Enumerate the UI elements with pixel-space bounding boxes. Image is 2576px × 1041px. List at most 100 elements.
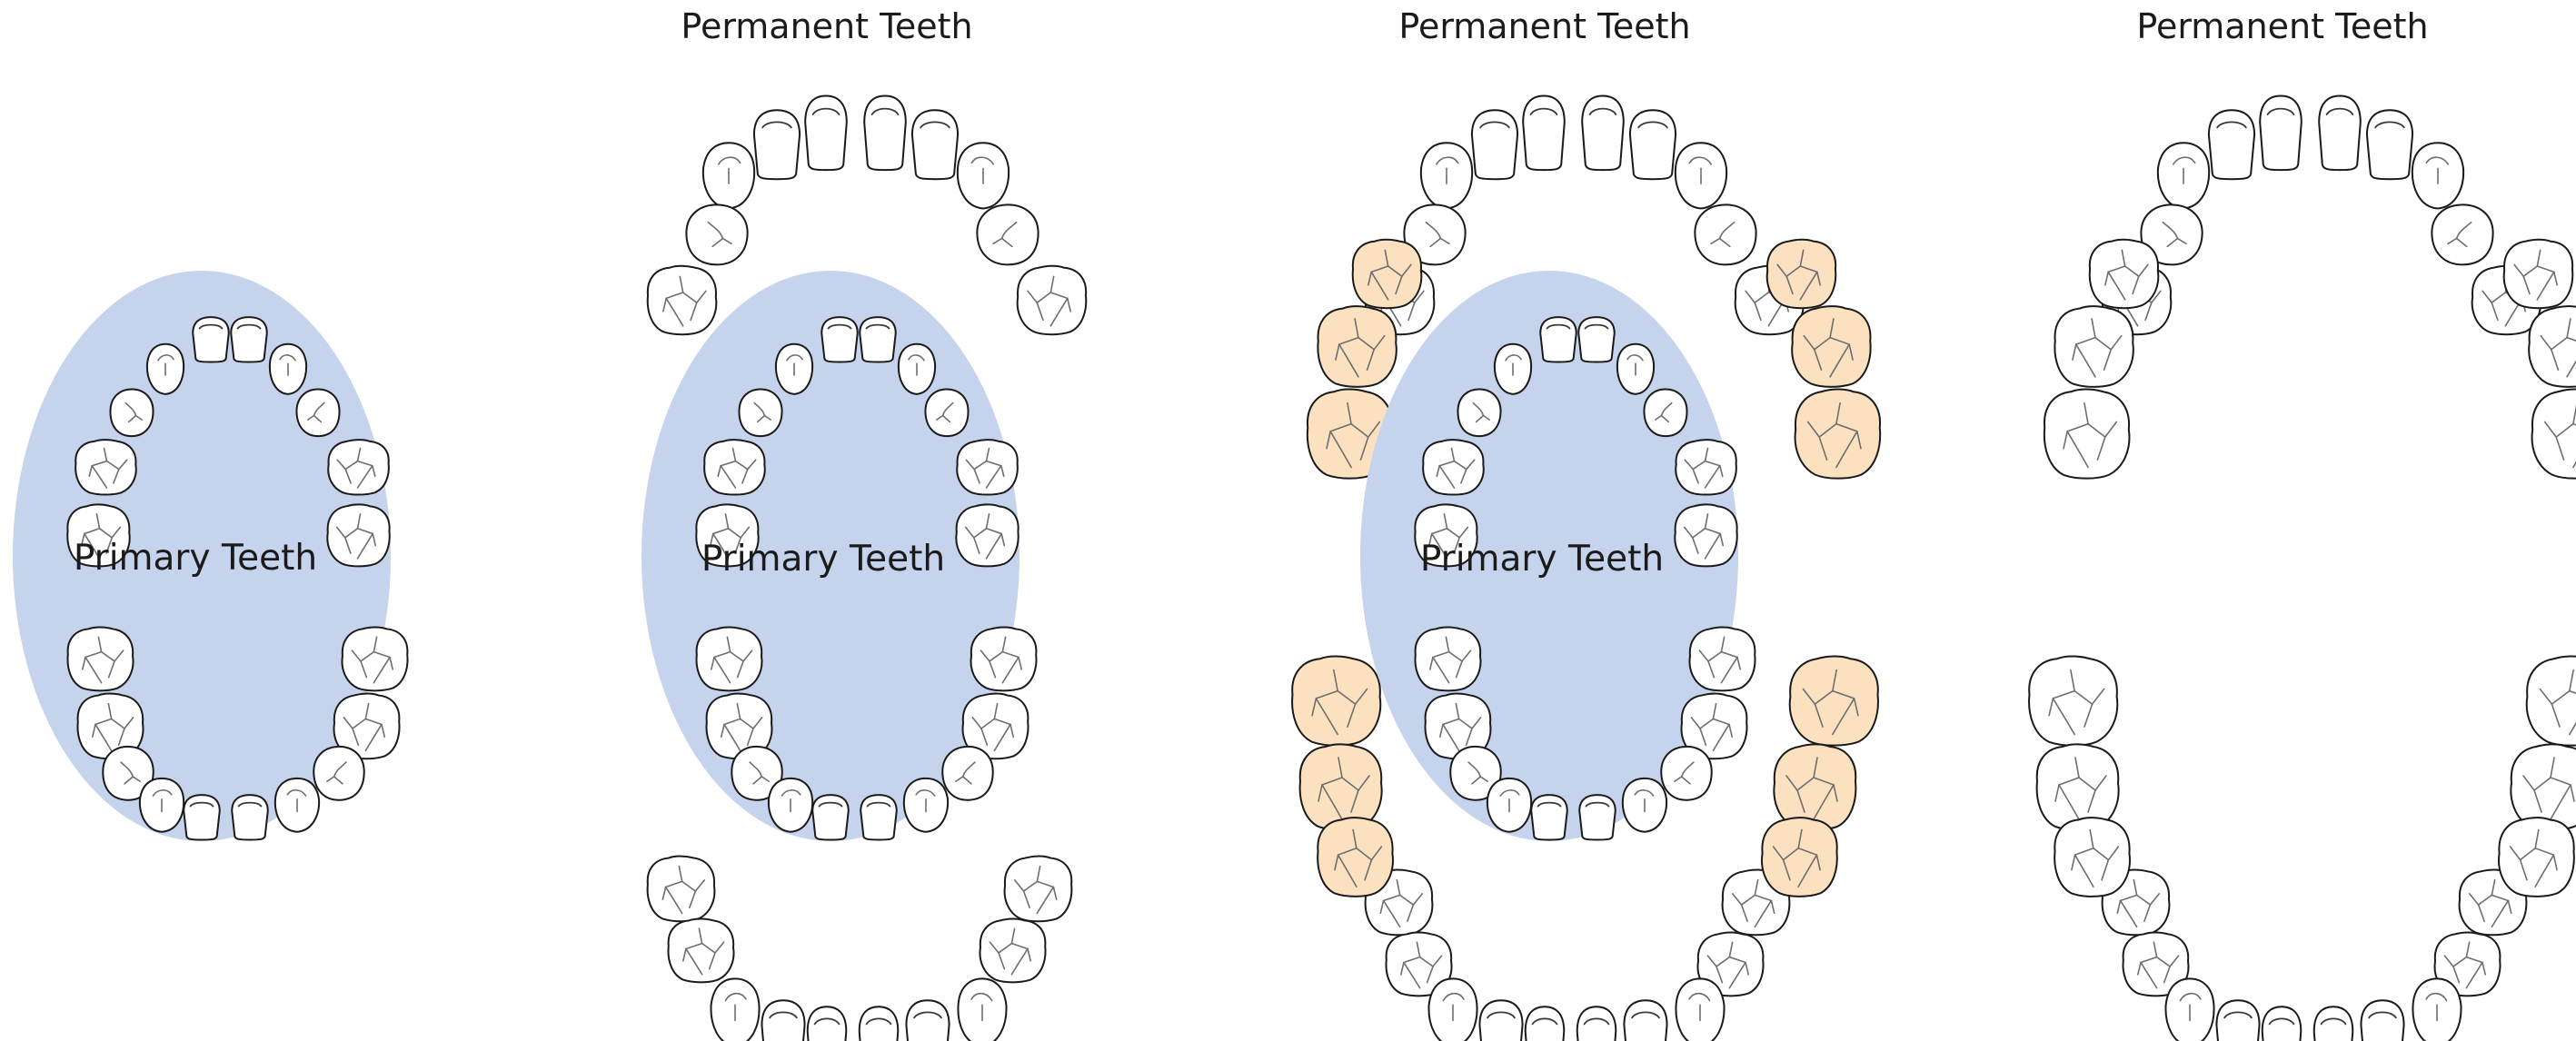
permanent-tooth <box>958 143 1009 208</box>
permanent-tooth <box>1630 110 1676 179</box>
permanent-tooth <box>1526 1006 1565 1041</box>
primary-tooth <box>704 440 765 494</box>
primary-tooth <box>1661 747 1711 800</box>
permanent-tooth <box>2527 656 2576 745</box>
primary-tooth <box>1675 504 1736 566</box>
permanent-tooth <box>2412 143 2463 208</box>
primary-tooth <box>821 317 858 362</box>
permanent-teeth-group <box>2029 95 2576 1041</box>
primary-tooth <box>942 747 992 800</box>
permanent-tooth <box>2090 240 2159 309</box>
permanent-tooth <box>906 1000 949 1041</box>
primary-tooth <box>1690 627 1755 690</box>
primary-tooth <box>904 778 948 832</box>
highlighted-premolar-tooth <box>1300 744 1382 829</box>
permanent-tooth <box>2361 1000 2403 1041</box>
highlighted-premolar-tooth <box>1353 240 1422 309</box>
permanent-tooth <box>2367 110 2412 179</box>
primary-tooth <box>860 317 896 362</box>
permanent-tooth <box>1624 1000 1666 1041</box>
primary-teeth-label: Primary Teeth <box>701 539 945 580</box>
primary-tooth <box>296 389 339 436</box>
panel-permanent-overlay: Permanent Teeth Primary Teeth <box>1292 6 1880 1041</box>
primary-tooth <box>1617 344 1654 394</box>
primary-tooth <box>193 317 229 362</box>
primary-tooth <box>1495 344 1531 394</box>
permanent-tooth <box>2263 1006 2302 1041</box>
primary-tooth <box>957 440 1018 494</box>
primary-tooth <box>776 344 812 394</box>
primary-tooth <box>697 627 762 690</box>
primary-tooth <box>140 778 184 832</box>
primary-tooth <box>275 778 319 832</box>
permanent-tooth <box>1676 143 1726 208</box>
permanent-tooth <box>2209 110 2254 179</box>
primary-tooth <box>147 344 184 394</box>
primary-tooth <box>1457 389 1500 436</box>
primary-tooth <box>75 440 136 494</box>
permanent-tooth <box>2432 204 2492 264</box>
permanent-tooth <box>805 95 847 170</box>
permanent-tooth <box>2216 1000 2259 1041</box>
primary-tooth <box>1644 389 1686 436</box>
permanent-tooth <box>2499 818 2574 897</box>
primary-tooth <box>343 627 408 690</box>
primary-tooth <box>1676 440 1736 494</box>
primary-teeth-label: Primary Teeth <box>74 538 317 579</box>
primary-tooth <box>899 344 935 394</box>
permanent-tooth <box>2319 95 2361 170</box>
primary-teeth-label: Primary Teeth <box>1420 539 1664 580</box>
primary-tooth <box>860 795 897 839</box>
primary-tooth <box>812 795 849 839</box>
permanent-tooth <box>808 1006 847 1041</box>
permanent-tooth <box>648 857 715 922</box>
permanent-tooth <box>1421 143 1472 208</box>
panel-primary-only: Primary Teeth <box>13 271 407 841</box>
primary-tooth <box>925 389 968 436</box>
permanent-tooth <box>761 1000 804 1041</box>
permanent-tooth <box>1695 204 1755 264</box>
panel-permanent-separated: Permanent Teeth Primary Teeth <box>642 6 1086 1041</box>
permanent-tooth <box>864 95 906 170</box>
highlighted-premolar-tooth <box>1762 818 1837 897</box>
primary-tooth <box>1531 795 1567 839</box>
primary-tooth <box>1623 778 1666 832</box>
permanent-tooth <box>860 1006 899 1041</box>
primary-tooth <box>971 627 1037 690</box>
permanent-tooth <box>669 918 734 982</box>
permanent-tooth <box>958 978 1006 1041</box>
primary-tooth <box>1423 440 1484 494</box>
primary-tooth <box>184 795 220 839</box>
primary-tooth <box>1578 317 1615 362</box>
permanent-teeth-title: Permanent Teeth <box>1398 6 1690 46</box>
permanent-tooth <box>2044 389 2130 478</box>
permanent-tooth <box>1428 978 1477 1041</box>
primary-tooth <box>110 389 153 436</box>
panel-permanent-only: Permanent Teeth <box>2029 6 2576 1041</box>
permanent-tooth <box>1018 266 1087 335</box>
permanent-tooth <box>1676 978 1724 1041</box>
permanent-tooth <box>977 204 1038 264</box>
primary-tooth <box>956 504 1018 566</box>
permanent-tooth <box>1582 95 1624 170</box>
permanent-tooth <box>2314 1006 2353 1041</box>
primary-tooth <box>1487 778 1531 832</box>
permanent-tooth <box>1479 1000 1522 1041</box>
permanent-tooth <box>2504 240 2573 309</box>
permanent-tooth <box>754 110 800 179</box>
permanent-tooth <box>1472 110 1517 179</box>
permanent-tooth <box>2037 744 2119 829</box>
permanent-tooth <box>2054 306 2133 387</box>
permanent-tooth <box>703 143 754 208</box>
highlighted-premolar-tooth <box>1767 240 1836 309</box>
permanent-tooth <box>912 110 958 179</box>
permanent-tooth <box>2260 95 2302 170</box>
primary-tooth <box>769 778 812 832</box>
permanent-tooth <box>980 918 1046 982</box>
permanent-tooth <box>711 978 759 1041</box>
primary-tooth <box>327 504 389 566</box>
permanent-tooth <box>2054 818 2130 897</box>
highlighted-premolar-tooth <box>1774 744 1855 829</box>
primary-tooth <box>232 795 268 839</box>
